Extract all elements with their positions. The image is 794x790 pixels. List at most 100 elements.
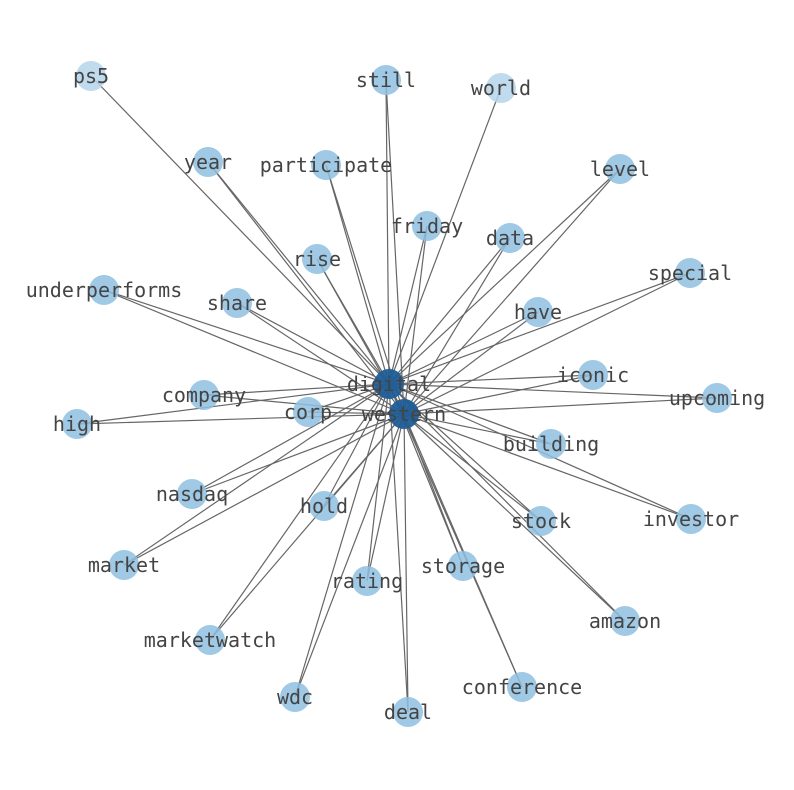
node-label-building: building — [503, 432, 599, 456]
node-participate[interactable] — [311, 150, 341, 180]
edge-western-corp — [307, 411, 405, 415]
node-year[interactable] — [193, 147, 223, 177]
node-upcoming[interactable] — [702, 383, 732, 413]
edge-digital-market — [123, 383, 390, 566]
edge-digital-still — [385, 79, 390, 385]
edge-digital-hold — [323, 383, 390, 507]
node-label-marketwatch: marketwatch — [144, 628, 276, 652]
node-label-conference: conference — [462, 675, 582, 699]
node-world[interactable] — [486, 73, 516, 103]
node-underperforms[interactable] — [89, 275, 119, 305]
edge-layer — [76, 75, 718, 713]
edge-western-nasdaq — [191, 413, 405, 495]
node-label-high: high — [53, 412, 101, 436]
node-nasdaq[interactable] — [177, 479, 207, 509]
edge-digital-marketwatch — [209, 383, 390, 641]
node-digital[interactable] — [374, 369, 404, 399]
node-rating[interactable] — [352, 566, 382, 596]
node-label-deal: deal — [384, 700, 432, 724]
edge-digital-underperforms — [103, 289, 390, 385]
edge-western-have — [403, 311, 539, 415]
node-label-amazon: amazon — [589, 609, 661, 633]
edge-digital-friday — [388, 225, 428, 385]
node-label-investor: investor — [643, 507, 739, 531]
edge-digital-have — [388, 311, 539, 385]
node-label-ps5: ps5 — [73, 64, 109, 88]
node-label-stock: stock — [511, 509, 571, 533]
node-label-corp: corp — [284, 400, 332, 424]
edge-digital-level — [388, 168, 621, 385]
node-data[interactable] — [495, 223, 525, 253]
edge-western-upcoming — [403, 397, 718, 415]
node-label-underperforms: underperforms — [26, 278, 183, 302]
edge-digital-world — [388, 87, 502, 385]
node-share[interactable] — [222, 288, 252, 318]
node-label-year: year — [184, 150, 232, 174]
node-label-special: special — [648, 261, 732, 285]
node-stock[interactable] — [526, 506, 556, 536]
node-corp[interactable] — [293, 397, 323, 427]
node-label-friday: friday — [391, 214, 463, 238]
edge-western-wdc — [294, 413, 405, 698]
edge-digital-company — [203, 383, 390, 396]
node-still[interactable] — [371, 65, 401, 95]
node-label-rating: rating — [331, 569, 403, 593]
node-rise[interactable] — [302, 244, 332, 274]
edge-digital-iconic — [388, 374, 594, 385]
edge-digital-special — [388, 272, 691, 385]
node-investor[interactable] — [676, 504, 706, 534]
node-label-still: still — [356, 68, 416, 92]
node-label-world: world — [471, 76, 531, 100]
edge-digital-high — [76, 383, 390, 425]
edge-western-market — [123, 413, 405, 566]
node-friday[interactable] — [412, 211, 442, 241]
node-hold[interactable] — [309, 491, 339, 521]
node-label-participate: participate — [260, 153, 392, 177]
node-amazon[interactable] — [610, 606, 640, 636]
edge-western-investor — [403, 413, 692, 520]
edge-western-level — [403, 168, 621, 415]
node-iconic[interactable] — [578, 360, 608, 390]
edge-western-marketwatch — [209, 413, 405, 641]
edge-digital-year — [207, 161, 390, 385]
node-ps5[interactable] — [76, 61, 106, 91]
edge-western-conference — [403, 413, 523, 688]
node-deal[interactable] — [393, 697, 423, 727]
node-high[interactable] — [62, 409, 92, 439]
edge-western-data — [403, 237, 511, 415]
edge-digital-building — [388, 383, 552, 445]
edge-digital-share — [236, 302, 390, 385]
node-building[interactable] — [536, 429, 566, 459]
edge-digital-nasdaq — [191, 383, 390, 495]
node-label-rise: rise — [293, 247, 341, 271]
edge-western-iconic — [403, 374, 594, 415]
node-label-level: level — [590, 157, 650, 181]
node-label-wdc: wdc — [277, 685, 313, 709]
node-storage[interactable] — [448, 551, 478, 581]
edge-digital-deal — [388, 383, 409, 713]
edge-western-year — [207, 161, 405, 415]
node-label-western: western — [362, 402, 446, 426]
node-wdc[interactable] — [280, 682, 310, 712]
edge-western-share — [236, 302, 405, 415]
edge-digital-wdc — [294, 383, 390, 698]
edge-western-rating — [366, 413, 405, 582]
node-special[interactable] — [675, 258, 705, 288]
node-label-nasdaq: nasdaq — [156, 482, 228, 506]
node-western[interactable] — [389, 399, 419, 429]
node-label-data: data — [486, 226, 534, 250]
node-marketwatch[interactable] — [195, 625, 225, 655]
node-label-market: market — [88, 553, 160, 577]
edge-western-amazon — [403, 413, 626, 622]
node-have[interactable] — [523, 297, 553, 327]
node-level[interactable] — [605, 154, 635, 184]
node-market[interactable] — [109, 550, 139, 580]
edge-western-underperforms — [103, 289, 405, 415]
node-company[interactable] — [189, 380, 219, 410]
edge-digital-amazon — [388, 383, 626, 622]
edge-western-still — [385, 79, 405, 415]
node-conference[interactable] — [507, 672, 537, 702]
node-label-company: company — [162, 383, 246, 407]
edge-digital-participate — [325, 164, 390, 385]
